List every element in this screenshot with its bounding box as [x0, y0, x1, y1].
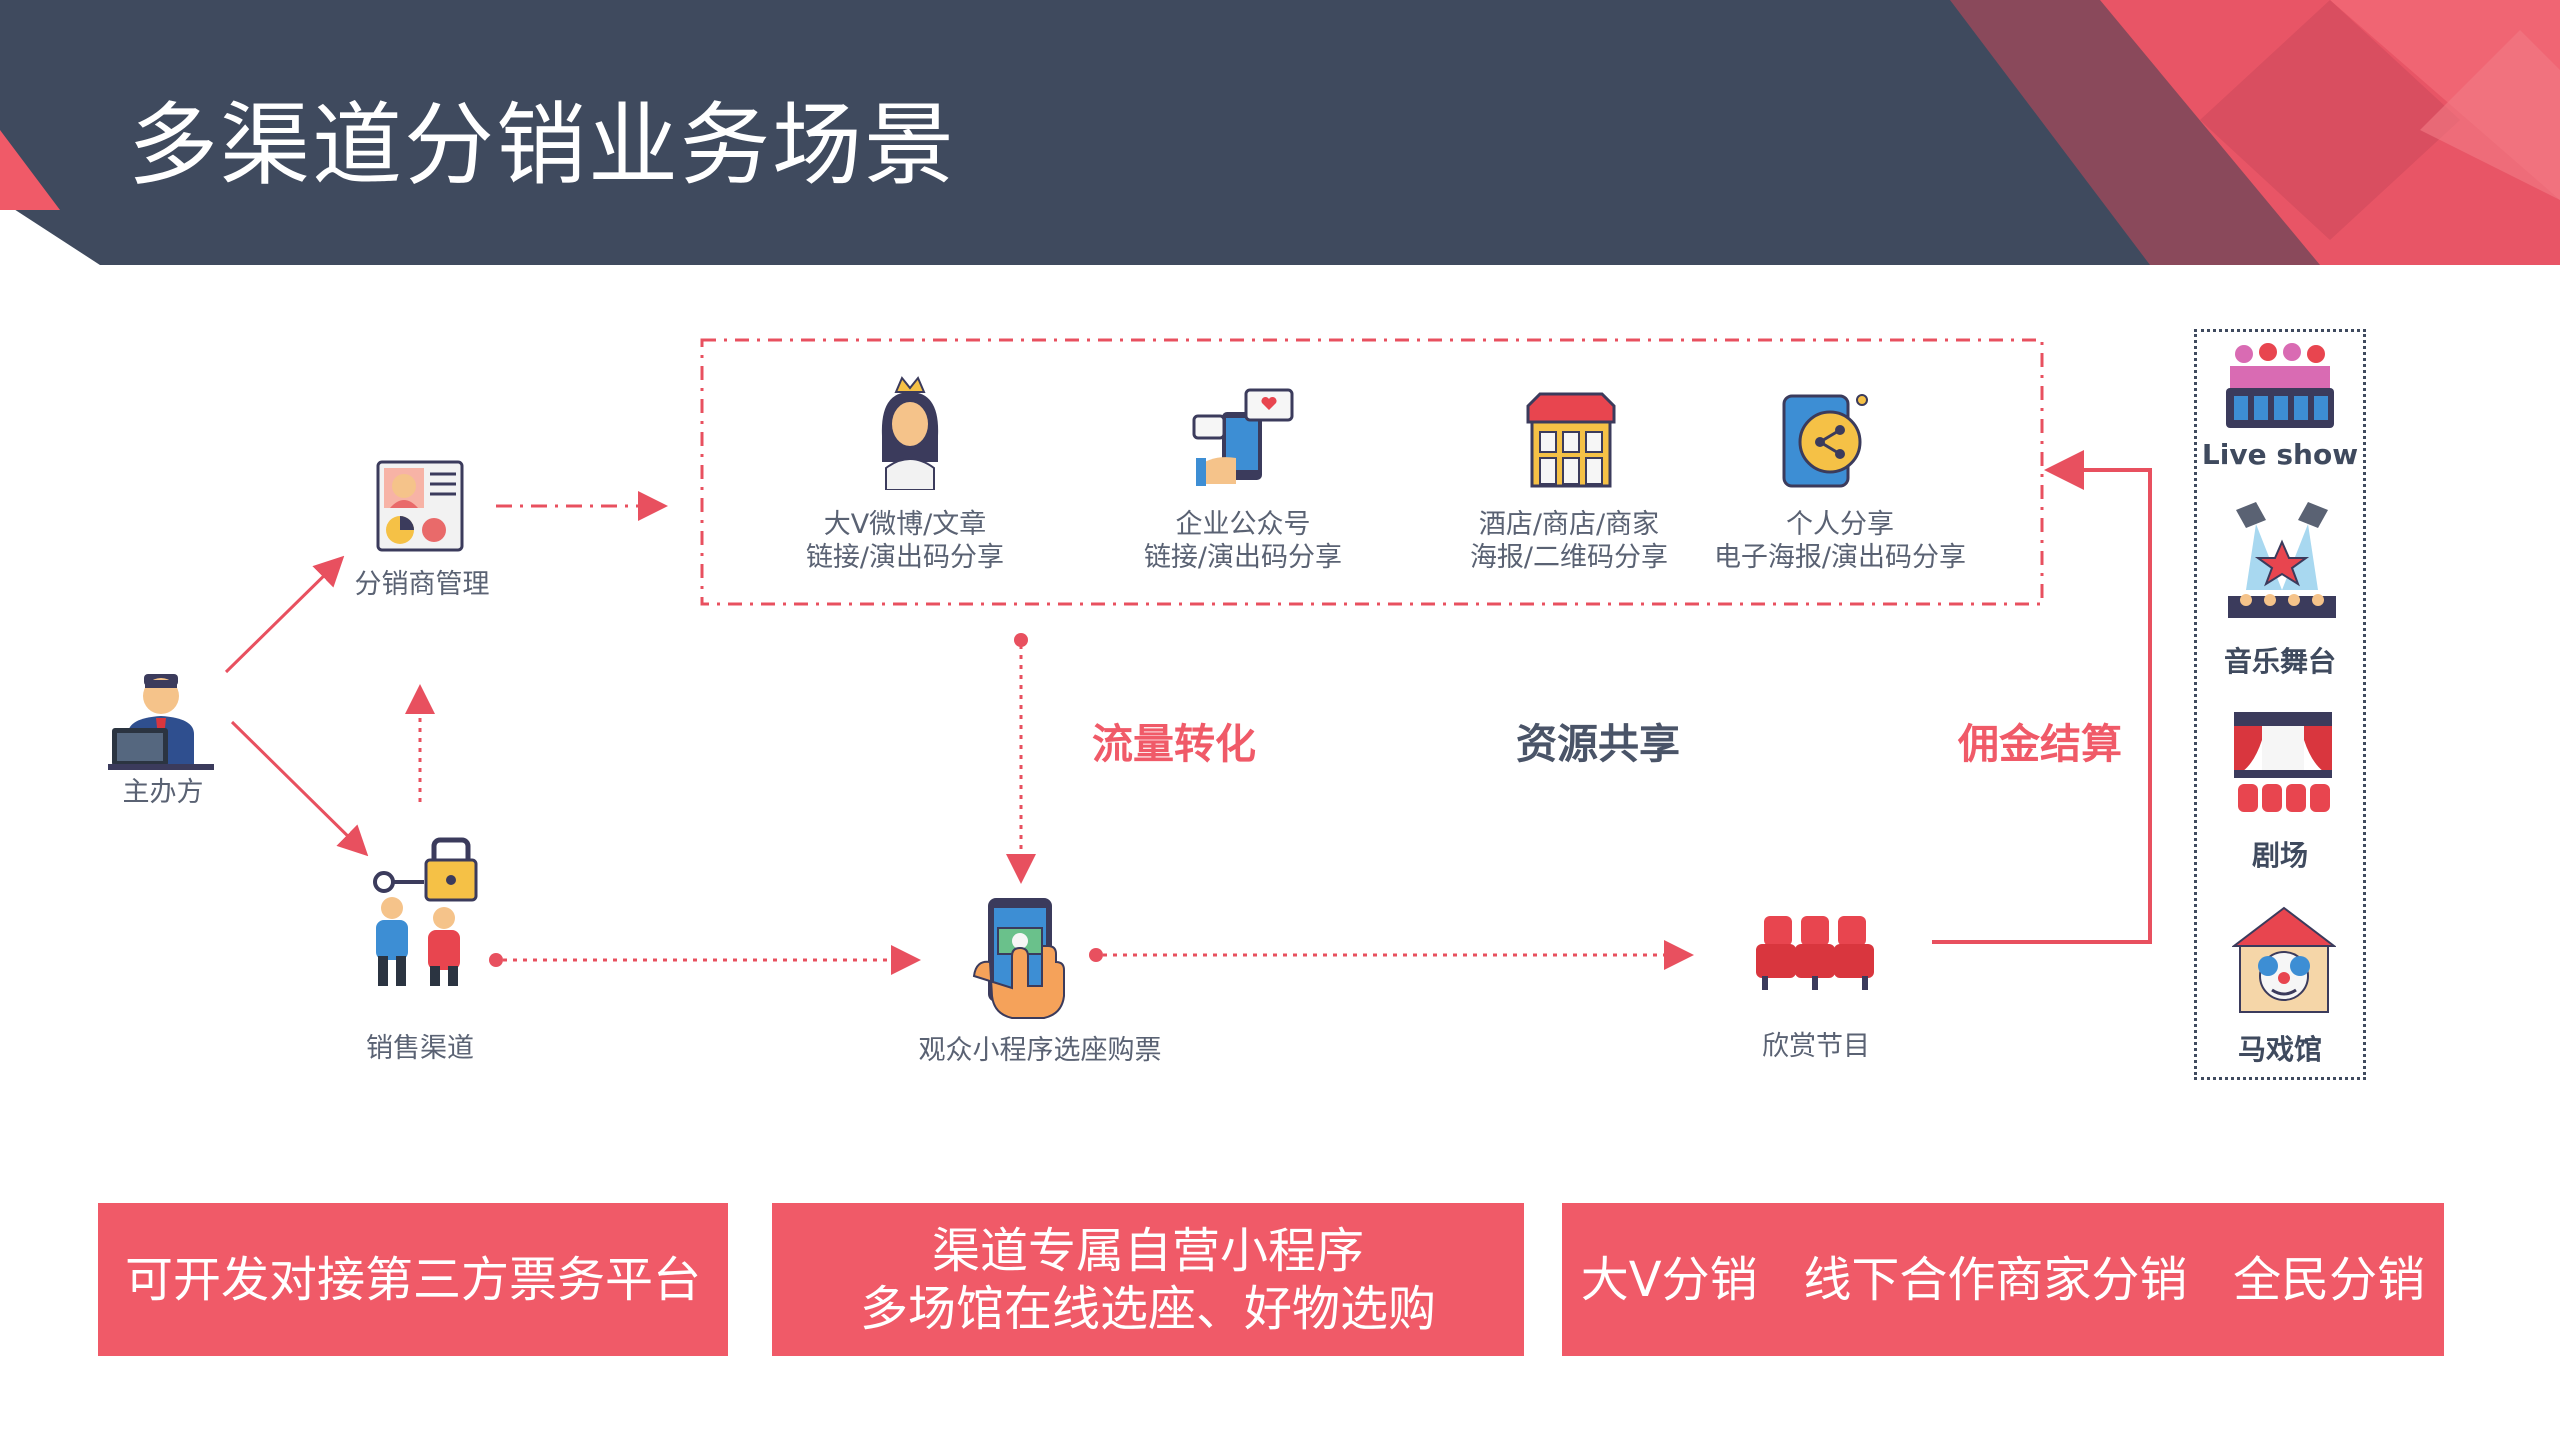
organizer-label: 主办方 [122, 777, 204, 808]
circus-icon [2232, 906, 2336, 1013]
sales-channel-people-icon [373, 837, 478, 986]
organizer-icon [108, 674, 214, 770]
venue-theater: 剧场 [2251, 839, 2308, 872]
venue-music-stage: 音乐舞台 [2223, 645, 2336, 678]
concert-crowd-icon [2226, 343, 2334, 428]
channel-label-2: 企业公众号 链接/演出码分享 [1143, 509, 1343, 573]
shop-icon [1526, 392, 1616, 488]
distributor-profile-icon [376, 460, 464, 552]
channel-label-4: 个人分享 电子海报/演出码分享 [1713, 509, 1967, 573]
page-title: 多渠道分销业务场景 [128, 93, 956, 198]
venue-live-show: Live show [2201, 438, 2359, 471]
flow-resource-sharing: 资源共享 [1516, 720, 1680, 768]
audience-purchase-label: 观众小程序选座购票 [918, 1035, 1162, 1066]
flow-traffic-conversion: 流量转化 [1092, 720, 1256, 768]
theater-icon [2234, 712, 2332, 812]
cinema-seats-icon [1756, 916, 1874, 990]
third-party-ticketing-button[interactable]: 可开发对接第三方票务平台 [98, 1203, 728, 1356]
sales-channel-label: 销售渠道 [366, 1033, 474, 1064]
venue-circus: 马戏馆 [2237, 1033, 2322, 1066]
enjoy-show-label: 欣赏节目 [1762, 1031, 1870, 1062]
share-phone-icon [1782, 394, 1868, 488]
venue-list [2194, 329, 2366, 1080]
channel-label-3: 酒店/商店/商家 海报/二维码分享 [1469, 509, 1669, 573]
mobile-payment-icon [972, 898, 1065, 1019]
header-banner [0, 0, 2560, 265]
mini-program-button[interactable]: 渠道专属自营小程序 多场馆在线选座、好物选购 [772, 1203, 1524, 1356]
channel-label-1: 大V微博/文章 链接/演出码分享 [805, 509, 1005, 573]
stage-spotlight-icon [2228, 502, 2336, 618]
distributor-mgmt-label: 分销商管理 [354, 569, 490, 600]
phone-social-icon [1192, 388, 1294, 486]
flow-commission-settlement: 佣金结算 [1958, 720, 2122, 768]
queen-icon [881, 376, 939, 490]
distribution-modes-button[interactable]: 大V分销 线下合作商家分销 全民分销 [1562, 1203, 2444, 1356]
